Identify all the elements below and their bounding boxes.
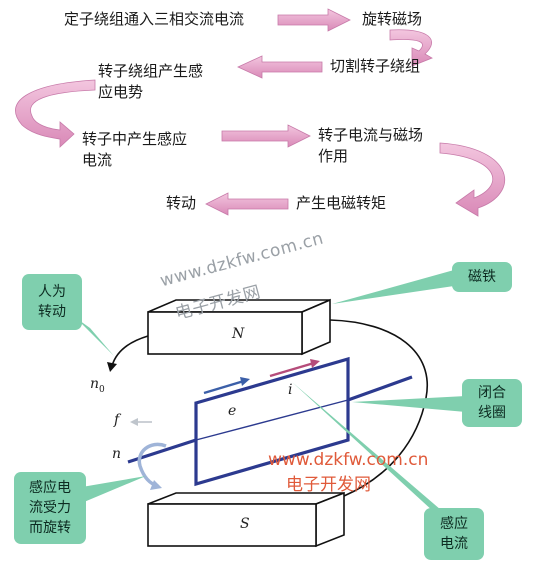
- flow-curve-arrow-2: [15, 79, 96, 148]
- closed-coil: [194, 356, 350, 487]
- magnetic-yoke: [329, 319, 429, 497]
- callout-human-rotation: 人为 转动: [22, 274, 82, 330]
- e-label: e: [228, 403, 237, 419]
- pointer-magnet: [332, 270, 454, 304]
- flow-stator-ac: 定子绕组通入三相交流电流: [64, 10, 245, 28]
- i-label: i: [288, 382, 293, 398]
- s-magnet-front: [147, 503, 317, 547]
- pointer-induced-current: [292, 382, 448, 516]
- callout-induced-current: 感应 电流: [424, 508, 484, 560]
- callout-closed-coil: 闭合 线圈: [462, 379, 522, 427]
- n0-subscript: 0: [99, 384, 105, 395]
- flow-rotating-field: 旋转磁场: [362, 10, 423, 28]
- flow-induced-current: 转子中产生感应 电流: [82, 130, 188, 169]
- flow-arrow-left-2: [205, 192, 289, 216]
- flow-current-field-interaction: 转子电流与磁场 作用: [318, 126, 424, 165]
- n0-rotation-arrow: [111, 335, 149, 367]
- flow-rotation: 转动: [166, 194, 197, 212]
- watermark-url-2: www.dzkfw.com.cn: [268, 450, 429, 470]
- flow-curve-arrow-3: [439, 142, 505, 217]
- flow-curve-arrow-1: [389, 29, 433, 67]
- current-arrowhead: [310, 359, 320, 368]
- pointer-force-rotation: [76, 476, 146, 502]
- watermark-name-2: 电子开发网: [286, 475, 371, 495]
- rotation-arrowhead: [150, 480, 162, 490]
- n0-arrowhead: [107, 362, 117, 372]
- pointer-human-rotation: [76, 318, 114, 356]
- flow-em-torque: 产生电磁转矩: [296, 194, 387, 212]
- emf-arrowhead: [240, 377, 250, 386]
- force-arrowhead: [130, 418, 138, 426]
- rotation-arrow: [137, 442, 167, 488]
- n-magnet-front: [147, 311, 303, 355]
- shaft-mid: [195, 399, 349, 441]
- current-arrow: [269, 361, 315, 378]
- shaft-right: [347, 375, 413, 402]
- flow-induced-emf: 转子绕组产生感 应电势: [98, 62, 204, 101]
- flow-arrow-right-2: [221, 124, 311, 148]
- n-pole-label: N: [232, 326, 245, 342]
- emf-arrow: [203, 379, 245, 395]
- flow-cut-rotor-winding: 切割转子绕组: [330, 57, 421, 75]
- s-pole-label: S: [240, 516, 250, 532]
- n-label: n: [112, 446, 122, 462]
- callout-magnet: 磁铁: [452, 262, 512, 292]
- flow-arrow-left-1: [237, 55, 323, 79]
- flow-arrow-right-1: [277, 8, 351, 32]
- callout-force-rotation: 感应电 流受力 而旋转: [14, 472, 86, 544]
- pointer-closed-coil: [352, 396, 466, 412]
- f-label: f: [114, 412, 120, 428]
- n0-label: n0: [90, 376, 105, 395]
